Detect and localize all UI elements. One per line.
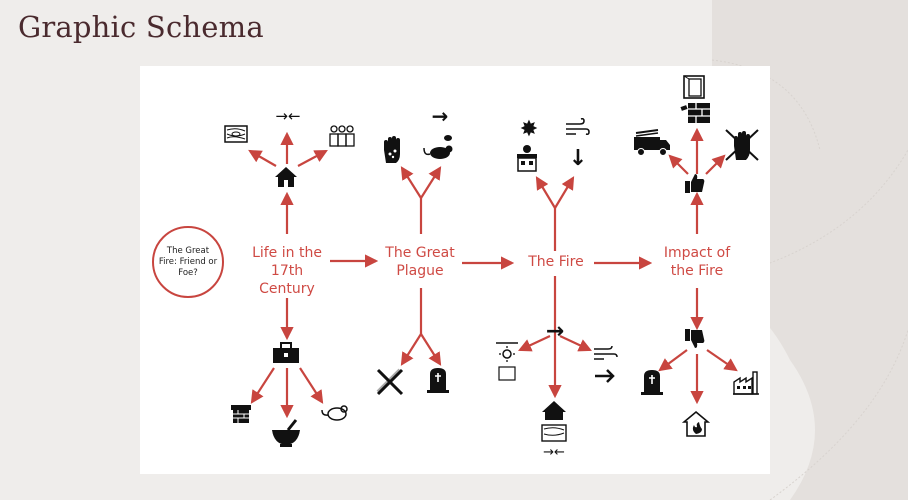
arrow-down-icon: ↓ [568,145,588,171]
fire-engine-icon [632,128,674,158]
house-icon [274,166,300,192]
thumbs-down-icon [684,328,710,354]
chimney-icon [230,404,254,428]
wind-icon [564,118,592,140]
graphic-schema-diagram: The Great Fire: Friend or Foe? Life in t… [140,66,770,474]
gravestone-icon [426,366,452,396]
node-impact-of-fire: Impact of the Fire [656,244,738,280]
burnt-house-icon [682,410,712,442]
factory-icon [732,370,762,398]
bricks-icon [680,102,714,128]
toolbox-icon [272,342,302,368]
house-wood-icon: →← [536,400,574,462]
rat-icon [320,402,350,426]
door-icon [682,74,710,102]
rat-flea-icon [422,134,458,166]
wood-icon [224,124,250,148]
crossed-hand-icon [724,128,762,164]
sun-calendar-icon [494,340,522,384]
explosion-icon: ✸ [519,116,539,142]
crossed-syringe-icon [374,366,408,398]
bakery-icon [514,144,542,174]
arrows-inward-icon: →← [275,107,301,125]
wind-arrow-icon [592,344,620,386]
gravestone-icon [640,368,666,398]
mortar-pestle-icon [270,418,304,452]
slide-title: Graphic Schema [18,10,264,44]
central-question-circle: The Great Fire: Friend or Foe? [152,226,224,298]
arrow-right-icon: → [545,318,565,344]
node-the-fire: The Fire [518,253,594,271]
hand-icon [380,136,410,166]
arrow-right-icon: → [431,104,449,128]
node-great-plague: The Great Plague [378,244,462,280]
thumbs-up-icon [684,172,710,198]
svg-text:→←: →← [543,445,565,460]
diagram-connectors [248,127,738,419]
people-icon [328,124,358,150]
node-life-17th-century: Life in the 17th Century [244,244,330,298]
